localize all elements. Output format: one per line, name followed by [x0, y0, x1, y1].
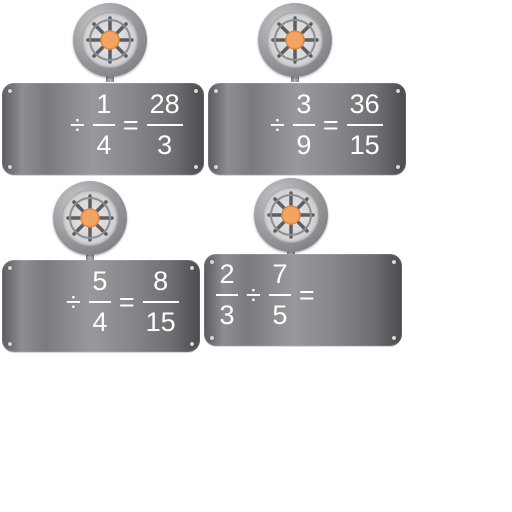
divide-sign: ÷ [70, 109, 85, 140]
denominator: 4 [96, 130, 112, 160]
divide-sign: ÷ [246, 279, 261, 310]
fraction-given: 1 4 [92, 89, 115, 161]
fraction-result: 36 15 [346, 89, 383, 161]
denominator: 4 [92, 307, 108, 337]
numerator: 1 [96, 89, 112, 119]
numerator: 8 [153, 266, 169, 296]
fraction-result: 28 3 [146, 89, 183, 161]
fraction-second: 7 5 [268, 259, 291, 331]
denominator: 9 [296, 130, 312, 160]
equals-sign: = [118, 286, 135, 317]
gear-icon [73, 3, 147, 77]
equation-panel: ÷ 3 9 = 36 15 [208, 83, 406, 175]
equation-panel: ÷ 5 4 = 8 15 [2, 260, 200, 352]
equals-sign: = [322, 109, 339, 140]
gear-icon [254, 178, 328, 252]
denominator: 3 [157, 130, 173, 160]
numerator: 7 [272, 259, 288, 289]
equation-panel-active[interactable]: 2 3 ÷ 7 5 = [204, 254, 402, 346]
equals-sign: = [122, 109, 139, 140]
equation-panel: ÷ 1 4 = 28 3 [2, 83, 204, 175]
divide-sign: ÷ [270, 109, 285, 140]
divide-sign: ÷ [66, 286, 81, 317]
gear-icon [53, 181, 127, 255]
numerator: 3 [296, 89, 312, 119]
numerator: 36 [349, 89, 380, 119]
denominator: 5 [272, 300, 288, 330]
gear-icon [258, 3, 332, 77]
numerator: 5 [92, 266, 108, 296]
numerator: 28 [149, 89, 180, 119]
equals-sign: = [298, 279, 315, 310]
fraction-result: 8 15 [142, 266, 179, 338]
denominator: 3 [219, 300, 235, 330]
denominator: 15 [145, 307, 176, 337]
fraction-first: 2 3 [216, 259, 238, 331]
fraction-given: 5 4 [88, 266, 111, 338]
numerator: 2 [219, 259, 235, 289]
denominator: 15 [349, 130, 380, 160]
fraction-given: 3 9 [292, 89, 315, 161]
